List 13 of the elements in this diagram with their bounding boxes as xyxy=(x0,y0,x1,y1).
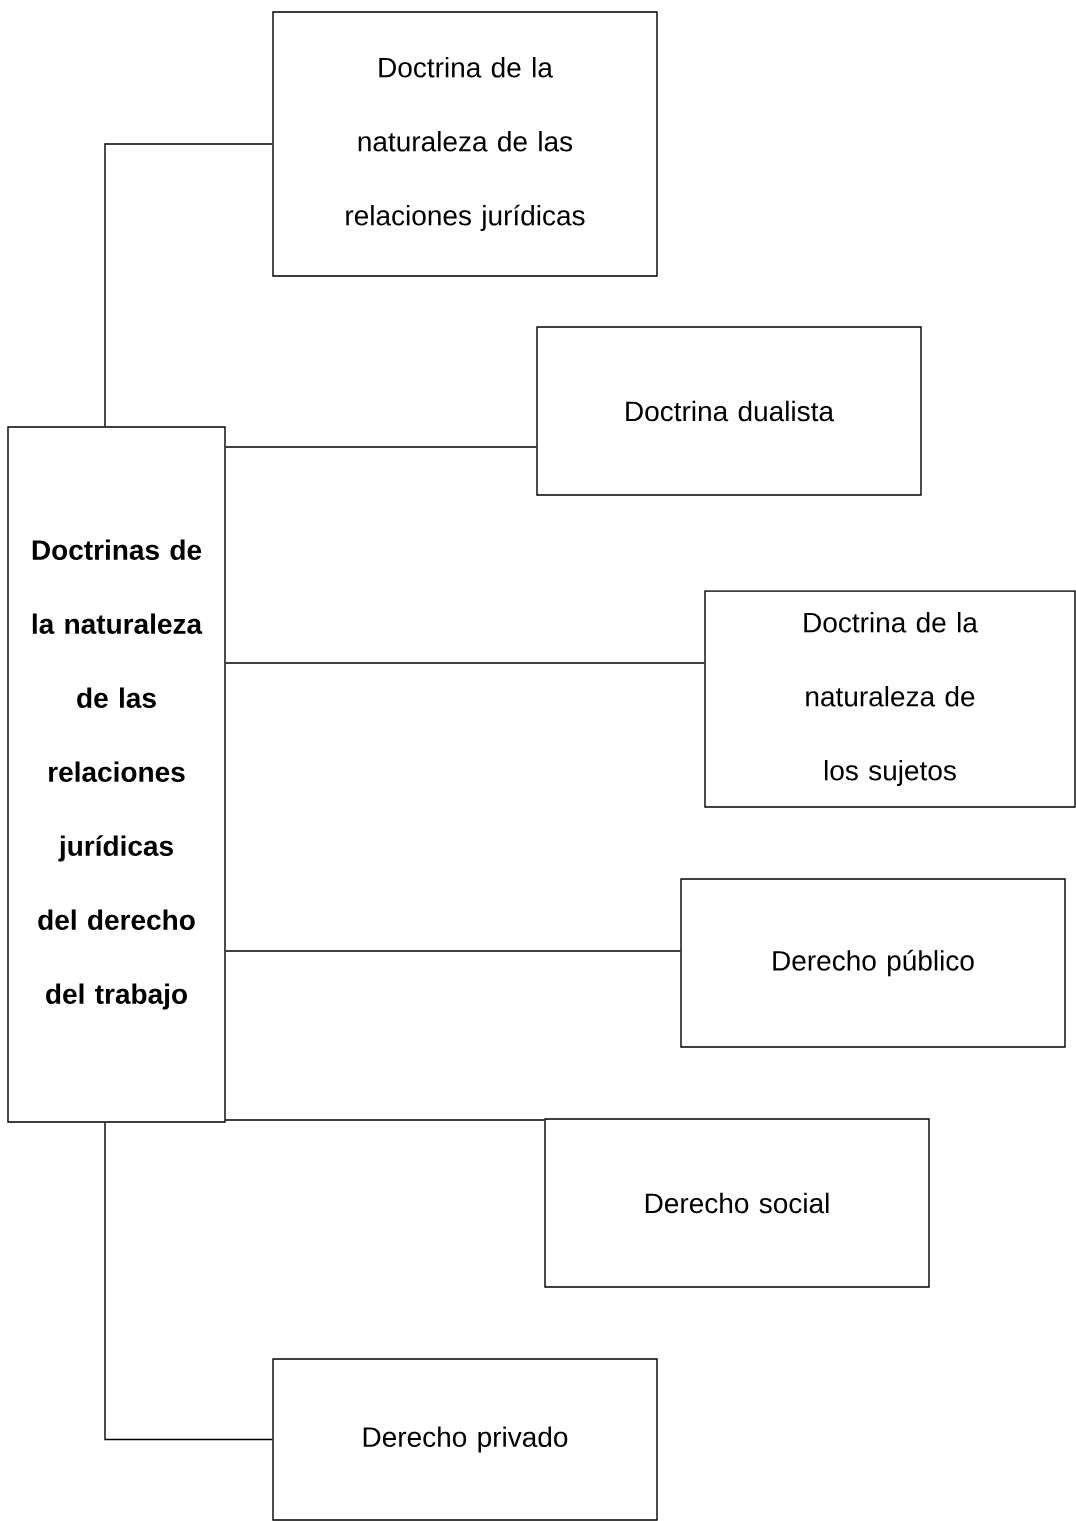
connector-line xyxy=(104,143,273,427)
text-box: Doctrina de la naturaleza de los sujetos xyxy=(704,590,1076,808)
text-box: Doctrina dualista xyxy=(536,326,922,496)
text-box: Derecho social xyxy=(544,1118,930,1288)
text-box: Derecho público xyxy=(680,878,1066,1048)
connector-line xyxy=(225,1119,545,1121)
connector-line xyxy=(104,1122,273,1441)
text-box: Derecho privado xyxy=(272,1358,658,1521)
connector-line xyxy=(225,950,681,952)
connector-line xyxy=(225,446,537,448)
connector-line xyxy=(225,662,705,664)
text-box: Doctrina de la naturaleza de las relaciones jurídicas xyxy=(272,11,658,277)
heading-box: Doctrinas de la naturaleza de las relaciones jurídicas del derecho del trabajo xyxy=(7,426,226,1123)
